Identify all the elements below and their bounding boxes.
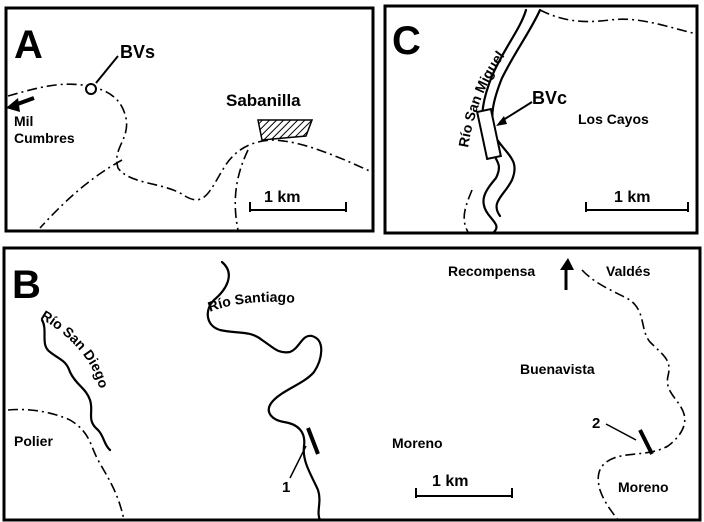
panel-c-letter: C xyxy=(392,19,421,63)
site-2-label: 2 xyxy=(592,415,600,432)
panel-b-scale-label: 1 km xyxy=(432,473,468,490)
place-valdes: Valdés xyxy=(606,263,651,279)
panel-b-letter: B xyxy=(12,263,41,307)
panel-c: C Río San Miguel BVc Los Cayos 1 km xyxy=(383,4,699,235)
site-bvc-arrowhead xyxy=(496,116,507,126)
site-bvs-pointer xyxy=(95,55,119,84)
panel-a-scale-label: 1 km xyxy=(264,189,300,206)
sabanilla-area xyxy=(257,119,314,141)
panel-c-boundary-west xyxy=(463,189,473,233)
place-recompensa: Recompensa xyxy=(448,263,535,279)
panel-a-boundary-south xyxy=(39,159,123,229)
site-bvc-box xyxy=(475,107,503,161)
site-bvs-marker xyxy=(85,83,97,95)
site-2-pointer xyxy=(605,423,637,441)
panel-b: B Río San Diego Polier Río Santiago 1 Mo… xyxy=(2,246,702,522)
river-san-diego xyxy=(40,318,112,452)
site-bvs-label: BVs xyxy=(120,42,155,62)
panel-c-boundary xyxy=(539,9,698,35)
place-polier: Polier xyxy=(14,433,53,449)
place-los-cayos: Los Cayos xyxy=(578,111,649,127)
mil-cumbres-arrowhead xyxy=(6,98,20,112)
site-bvc-label: BVc xyxy=(532,88,567,108)
panel-a-frame xyxy=(4,6,375,233)
panel-b-frame xyxy=(2,246,702,522)
place-mil: Mil xyxy=(14,113,33,129)
site-2-marker xyxy=(638,429,654,455)
place-moreno-right: Moreno xyxy=(618,479,669,495)
river-santiago-label: Río Santiago xyxy=(206,289,296,315)
site-1-pointer xyxy=(289,445,307,479)
place-buenavista: Buenavista xyxy=(520,361,595,377)
panel-a-letter: A xyxy=(14,23,43,67)
panel-c-scale-label: 1 km xyxy=(614,189,650,206)
panel-c-scale-bar xyxy=(585,202,689,212)
place-cumbres: Cumbres xyxy=(14,130,75,146)
panel-b-scale-bar xyxy=(415,488,513,498)
panel-b-boundary-polier xyxy=(7,408,125,521)
panel-a: A BVs Mil Cumbres Sabanilla 1 km xyxy=(4,6,375,233)
panel-a-scale-bar xyxy=(249,202,347,212)
river-san-diego-label: Río San Diego xyxy=(38,307,112,390)
town-sabanilla: Sabanilla xyxy=(226,91,301,110)
site-bvc-pointer xyxy=(499,101,533,123)
site-1-label: 1 xyxy=(282,479,290,496)
site-1-marker xyxy=(306,427,320,455)
panel-a-boundary-branch xyxy=(234,149,249,231)
panel-c-frame xyxy=(383,4,699,235)
place-moreno-center: Moreno xyxy=(392,435,443,451)
recompensa-arrowhead xyxy=(560,258,574,270)
panel-b-boundary-east xyxy=(581,269,686,521)
